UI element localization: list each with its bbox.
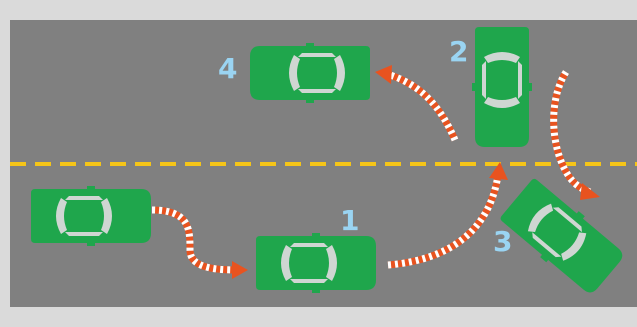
step-label-2: 2: [449, 35, 468, 68]
car-icon: [256, 233, 376, 293]
car-icon: [472, 27, 532, 147]
step-label-3: 3: [493, 225, 512, 258]
car-icon: [250, 43, 370, 103]
shoulder-top: [0, 0, 637, 20]
shoulder-bottom: [0, 307, 637, 327]
step-label-4: 4: [218, 52, 237, 85]
step-label-1: 1: [340, 204, 359, 237]
car-icon: [31, 186, 151, 246]
